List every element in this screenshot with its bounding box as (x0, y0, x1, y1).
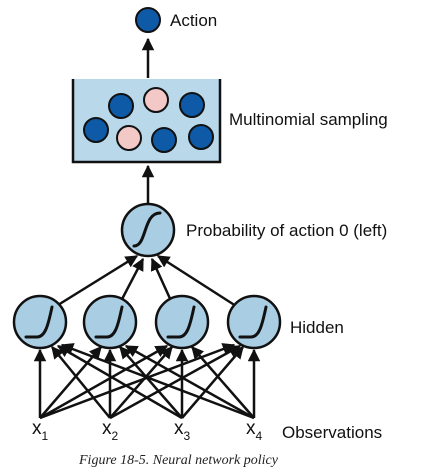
connection-x4-h1 (60, 343, 255, 420)
relu-icon (94, 305, 124, 339)
sampling-ball-light (143, 87, 169, 113)
sampling-ball-dark (179, 92, 205, 118)
connection-h4-out (156, 254, 237, 308)
connection-x2-h4 (109, 344, 242, 420)
relu-icon (238, 305, 268, 339)
input-to-hidden-connections (33, 343, 261, 420)
sampling-ball-dark (108, 93, 134, 119)
connection-x2-h3 (109, 346, 173, 419)
multinomial-sampling-container (71, 79, 222, 164)
observations-label: Observations (282, 423, 382, 442)
hidden-label: Hidden (290, 318, 344, 337)
action-node (135, 7, 161, 33)
hidden-neuron-1 (12, 294, 68, 350)
hidden-neuron-4 (226, 294, 282, 350)
action-label: Action (170, 11, 217, 30)
connection-x2-h1 (51, 346, 111, 419)
connection-x4-h2 (124, 344, 255, 420)
output-neuron-circle (120, 202, 176, 258)
connection-h2-out (118, 257, 145, 304)
connection-x1-h4 (39, 343, 236, 420)
sampling-ball-dark (151, 127, 177, 153)
relu-icon (24, 305, 54, 339)
connection-h3-out (150, 257, 174, 304)
sampling-ball-dark (83, 117, 109, 143)
sigmoid-icon (132, 211, 162, 248)
relu-icon (166, 305, 196, 339)
hidden-neuron-3 (154, 294, 210, 350)
input-x4: x4 (246, 418, 263, 443)
container-outline (71, 79, 222, 164)
hidden-layer (12, 294, 282, 350)
input-x3: x3 (174, 418, 191, 443)
connection-x3-h1 (56, 344, 183, 420)
input-x1: x1 (32, 418, 49, 443)
connection-x3-h4 (181, 346, 244, 419)
probability-label: Probability of action 0 (left) (186, 221, 387, 240)
output-neuron (120, 202, 176, 258)
connection-x3-h2 (119, 346, 183, 419)
sampling-ball-dark (188, 124, 214, 150)
connection-h1-out (57, 254, 139, 307)
connection-x4-h3 (191, 346, 255, 419)
sampling-ball-light (116, 125, 142, 151)
figure-caption: Figure 18-5. Neural network policy (78, 453, 279, 468)
connection-x1-h2 (39, 346, 102, 419)
sampling-label: Multinomial sampling (229, 110, 388, 129)
hidden-to-output-connections (57, 254, 237, 308)
input-x2: x2 (102, 418, 119, 443)
hidden-neuron-2 (82, 294, 138, 350)
